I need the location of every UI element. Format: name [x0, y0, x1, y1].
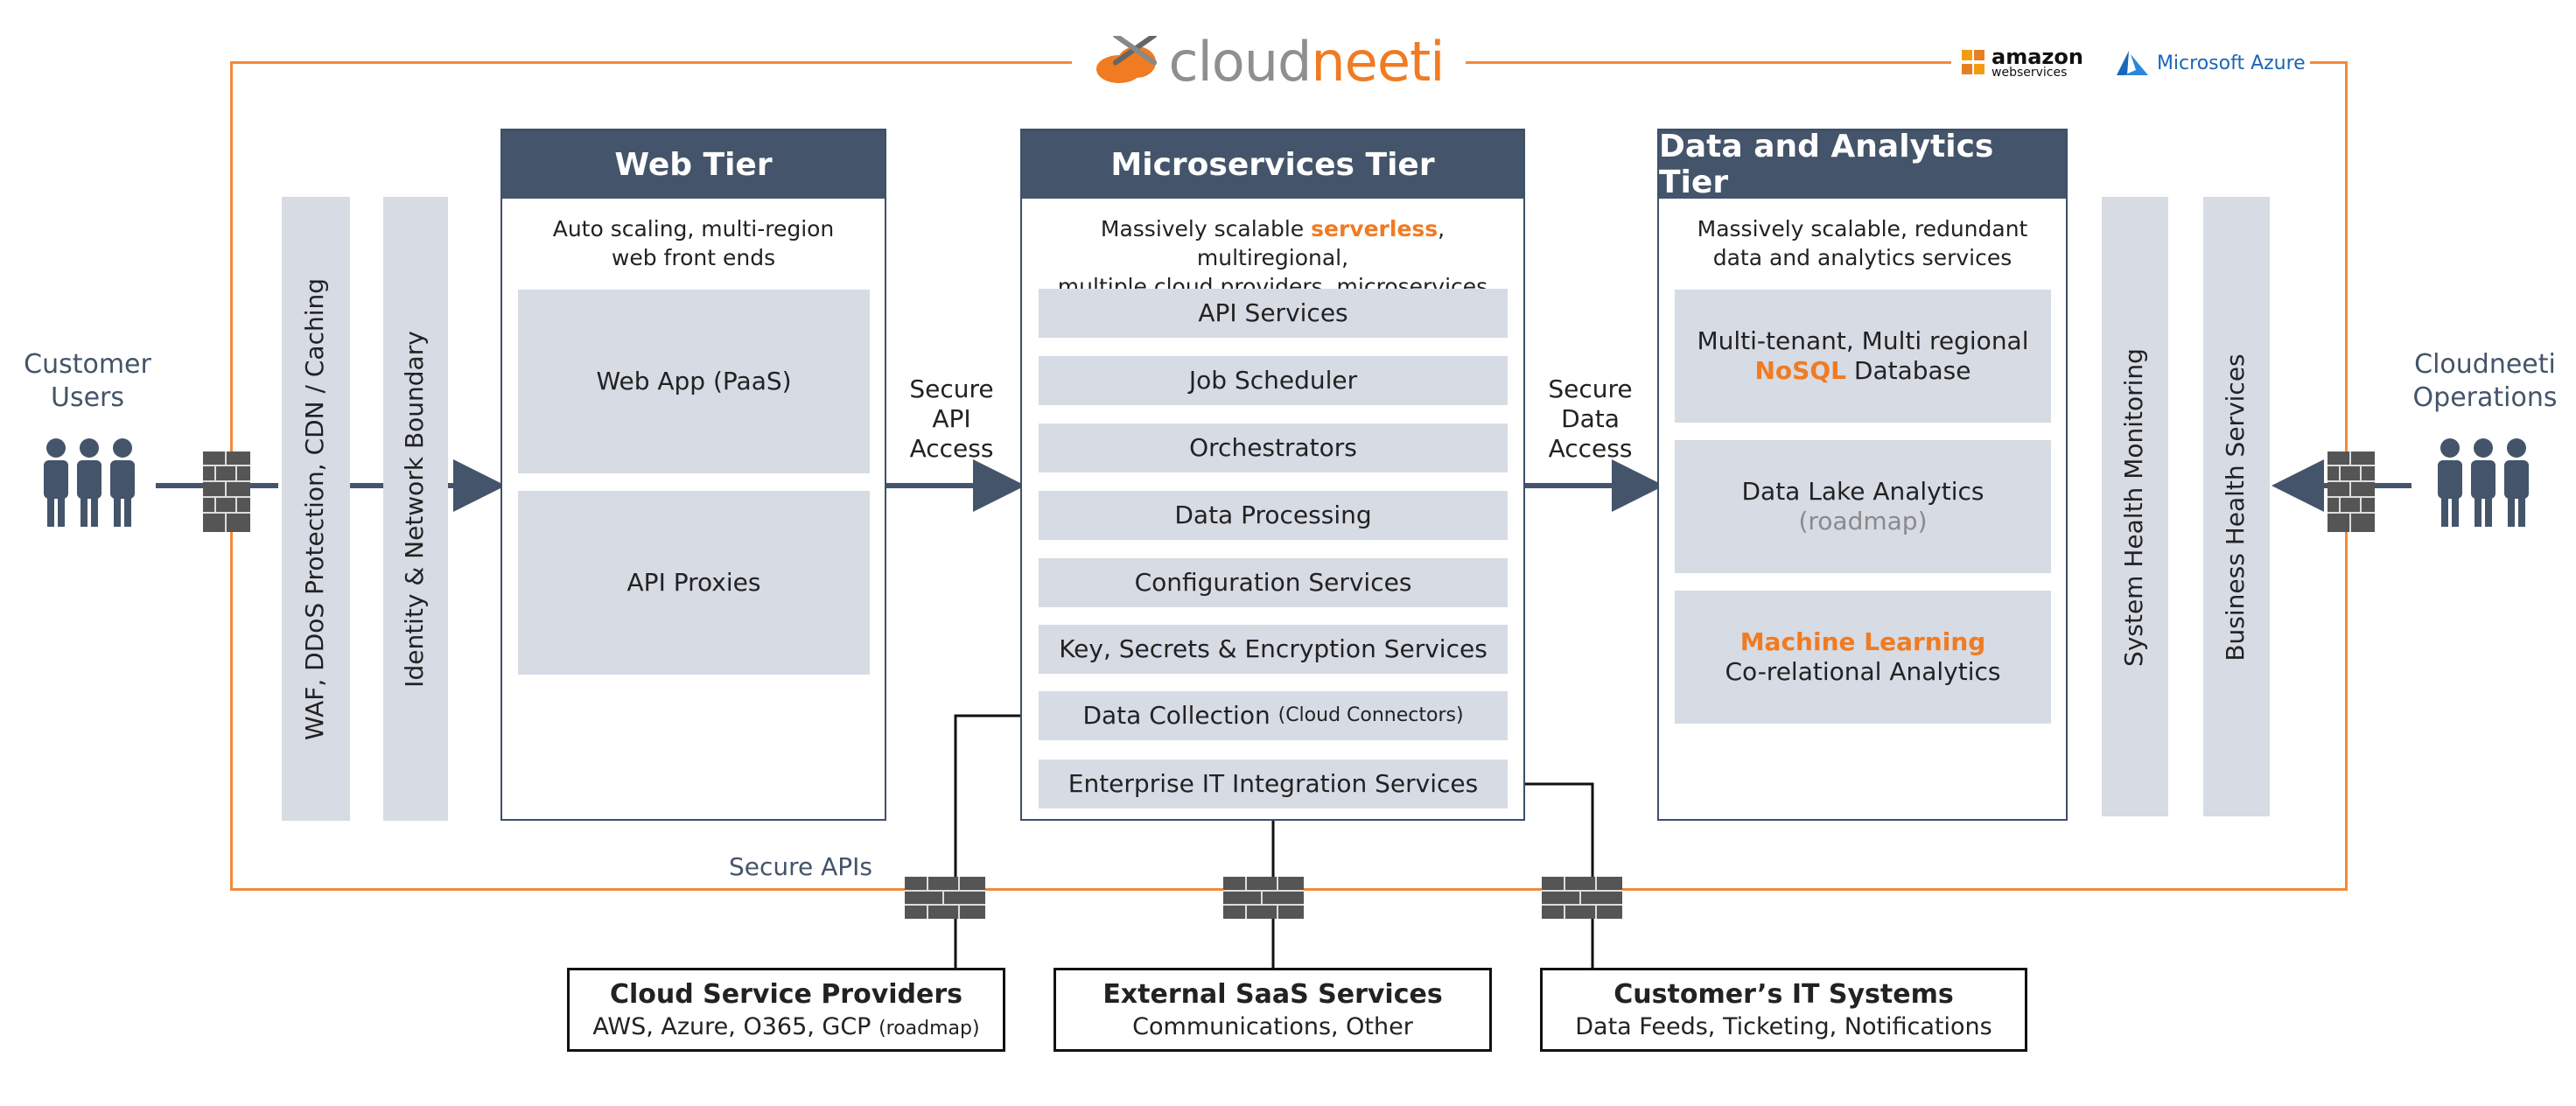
nosql-database-box: Multi-tenant, Multi regional NoSQL Datab… [1675, 290, 2051, 423]
identity-bar-label: Identity & Network Boundary [400, 331, 429, 688]
microservices-tier-description: Massively scalable serverless, multiregi… [1022, 214, 1523, 301]
microservices-desc-line1: Massively scalable serverless, multiregi… [1022, 214, 1523, 272]
secure-api-line1: Secure [909, 374, 994, 403]
micro-desc-highlight: serverless [1311, 216, 1438, 242]
microservices-tier-title: Microservices Tier [1022, 130, 1523, 199]
identity-bar [383, 197, 448, 821]
key-secrets-box: Key, Secrets & Encryption Services [1039, 625, 1508, 674]
data-lake-line2: (roadmap) [1798, 507, 1928, 536]
web-app-box: Web App (PaaS) [518, 290, 870, 473]
nosql-highlight: NoSQL [1754, 356, 1846, 385]
secure-api-line3: Access [909, 434, 994, 463]
cloudneeti-cloud-icon [1096, 36, 1158, 83]
customer-it-title: Customer’s IT Systems [1614, 979, 1954, 1010]
csp-subtitle: AWS, Azure, O365, GCP (roadmap) [570, 1013, 1003, 1040]
secure-api-line2: API [932, 404, 971, 433]
web-tier: Web Tier Auto scaling, multi-region web … [500, 129, 886, 821]
cloudneeti-logo: cloudneeti [1072, 26, 1466, 96]
aws-logo-line2: webservices [1992, 66, 2068, 80]
data-desc-line2: data and analytics services [1712, 245, 2012, 270]
waf-bar [282, 197, 350, 821]
web-tier-desc-line2: web front ends [611, 245, 776, 270]
csp-sub: AWS, Azure, O365, GCP [592, 1013, 872, 1040]
orchestrators-box: Orchestrators [1039, 424, 1508, 472]
firewall-icon [1223, 877, 1304, 919]
secure-data-line1: Secure [1548, 374, 1633, 403]
nosql-box-post: Database [1845, 356, 1971, 385]
micro-desc-post: , multiregional, [1196, 216, 1446, 270]
cloud-provider-logos: amazon webservices Microsoft Azure [1951, 38, 2310, 88]
configuration-services-box: Configuration Services [1039, 558, 1508, 607]
cloudneeti-operations-label: Cloudneeti Operations [2398, 348, 2572, 415]
micro-desc-pre: Massively scalable [1100, 216, 1312, 242]
nosql-box-line2: NoSQL Database [1755, 356, 1971, 386]
enterprise-it-box: Enterprise IT Integration Services [1039, 760, 1508, 808]
web-tier-desc-line1: Auto scaling, multi-region [552, 216, 835, 242]
cloudneeti-operations-text: Cloudneeti Operations [2412, 349, 2558, 413]
aws-logo-line1: amazon [1992, 45, 2083, 69]
cloud-service-providers-box: Cloud Service Providers AWS, Azure, O365… [567, 968, 1005, 1052]
business-health-label: Business Health Services [2221, 354, 2250, 662]
api-proxies-box: API Proxies [518, 491, 870, 675]
firewall-icon [1542, 877, 1622, 919]
data-processing-box: Data Processing [1039, 491, 1508, 540]
data-analytics-description: Massively scalable, redundant data and a… [1659, 214, 2066, 272]
csp-sub-small: (roadmap) [878, 1018, 980, 1040]
web-tier-title: Web Tier [502, 130, 885, 199]
firewall-icon [905, 877, 985, 919]
csp-title: Cloud Service Providers [609, 979, 963, 1010]
data-lake-box: Data Lake Analytics (roadmap) [1675, 440, 2051, 573]
external-saas-box: External SaaS Services Communications, O… [1054, 968, 1492, 1052]
data-analytics-tier-title: Data and Analytics Tier [1659, 129, 2066, 200]
secure-data-line3: Access [1548, 434, 1633, 463]
customer-users-icon [44, 438, 135, 527]
firewall-icon [2328, 452, 2375, 532]
customer-it-systems-box: Customer’s IT Systems Data Feeds, Ticket… [1540, 968, 2027, 1052]
azure-logo: Microsoft Azure [2115, 49, 2306, 77]
brand-part1: cloud [1168, 29, 1312, 94]
firewall-icon [203, 452, 250, 532]
secure-data-line2: Data [1561, 404, 1620, 433]
system-health-label: System Health Monitoring [2119, 348, 2148, 667]
machine-learning-line1: Machine Learning [1740, 627, 1986, 656]
secure-apis-label: Secure APIs [728, 852, 873, 881]
brand-part2: neeti [1311, 29, 1445, 94]
aws-cubes-icon [1962, 50, 1984, 74]
azure-logo-text: Microsoft Azure [2156, 52, 2306, 74]
customer-users-text: Customer Users [24, 349, 151, 413]
business-health-bar [2203, 197, 2270, 816]
data-collection-small: (Cloud Connectors) [1278, 704, 1464, 726]
data-collection-text: Data Collection [1082, 701, 1270, 730]
job-scheduler-box: Job Scheduler [1039, 356, 1508, 405]
operations-users-icon [2438, 438, 2529, 527]
customer-users-label: Customer Users [9, 348, 166, 415]
azure-icon [2116, 51, 2148, 75]
machine-learning-line2: Co-relational Analytics [1725, 657, 2001, 686]
aws-logo: amazon webservices [1960, 45, 2083, 80]
data-lake-line1: Data Lake Analytics [1741, 477, 1984, 506]
secure-api-access-label: Secure API Access [892, 374, 1011, 464]
secure-data-access-label: Secure Data Access [1531, 374, 1649, 464]
saas-title: External SaaS Services [1102, 979, 1443, 1010]
nosql-box-line1: Multi-tenant, Multi regional [1697, 326, 2029, 355]
saas-sub: Communications, Other [1132, 1013, 1413, 1040]
system-health-bar [2102, 197, 2168, 816]
api-services-box: API Services [1039, 289, 1508, 338]
machine-learning-box: Machine Learning Co-relational Analytics [1675, 591, 2051, 724]
customer-it-sub: Data Feeds, Ticketing, Notifications [1575, 1013, 1992, 1040]
data-desc-line1: Massively scalable, redundant [1697, 216, 2028, 242]
data-collection-box: Data Collection (Cloud Connectors) [1039, 691, 1508, 740]
web-tier-description: Auto scaling, multi-region web front end… [502, 214, 885, 272]
waf-bar-label: WAF, DDoS Protection, CDN / Caching [300, 277, 329, 741]
brand-wordmark: cloudneeti [1168, 29, 1445, 94]
